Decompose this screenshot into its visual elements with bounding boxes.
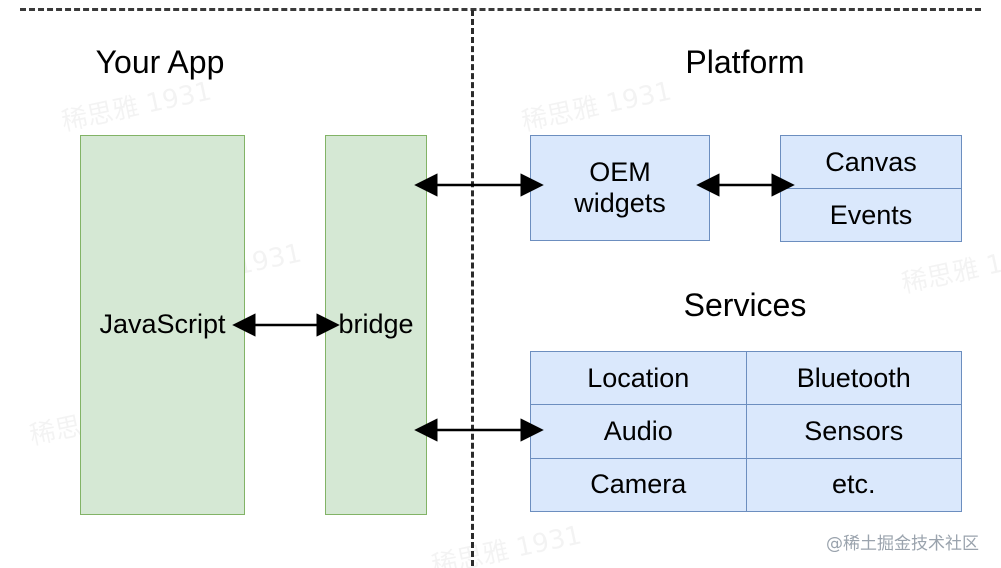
table-row: Camera etc. [531,457,962,511]
node-bridge[interactable]: bridge [325,135,427,515]
service-cell-sensors[interactable]: Sensors [745,405,962,458]
node-canvas-events[interactable]: Canvas Events [780,135,962,242]
node-javascript[interactable]: JavaScript [80,135,245,515]
background-watermark: 稀思雅 1931 [58,71,215,139]
connector-oem-widgets-to-canvas-events-arrow-icon [696,173,795,197]
watermark-credit: @稀土掘金技术社区 [826,534,979,554]
service-label: etc. [831,469,876,500]
vertical-dashed-divider [471,10,474,566]
top-dashed-border [20,8,981,11]
background-watermark: 稀思雅 1931 [518,71,675,139]
background-watermark: 稀思雅 1931 [898,233,1001,301]
page-title-platform: Platform [685,44,805,80]
connector-bridge-to-oem-widgets-arrow-icon [414,173,544,197]
node-events[interactable]: Events [781,188,961,241]
node-oem-widgets[interactable]: OEM widgets [530,135,710,241]
service-label: Bluetooth [796,362,911,393]
connector-javascript-to-bridge-arrow-icon [232,313,340,337]
table-row: Audio Sensors [531,404,962,458]
connector-bridge-to-services-arrow-icon [414,418,544,442]
service-cell-audio[interactable]: Audio [531,405,746,457]
services-table: Location Bluetooth Audio Sensors Camera … [530,351,962,512]
node-oem-widgets-label: OEM widgets [574,157,666,220]
node-javascript-label: JavaScript [99,309,226,340]
service-label: Location [587,362,690,393]
service-cell-location[interactable]: Location [531,352,746,404]
service-cell-etc[interactable]: etc. [745,458,962,511]
background-watermark: 稀思雅 1931 [428,515,585,568]
node-canvas[interactable]: Canvas [781,136,961,188]
service-label: Sensors [804,415,904,446]
page-title-services: Services [683,287,807,323]
node-bridge-label: bridge [338,309,414,340]
service-cell-camera[interactable]: Camera [531,459,746,511]
node-oem-widgets-line2: widgets [574,188,666,218]
service-label: Audio [603,415,673,446]
service-label: Camera [590,469,687,500]
node-canvas-label: Canvas [825,146,917,177]
service-cell-bluetooth[interactable]: Bluetooth [745,352,962,405]
node-oem-widgets-line1: OEM [589,156,651,187]
page-title-your-app: Your App [95,44,225,80]
node-events-label: Events [829,199,913,230]
table-row: Location Bluetooth [531,352,962,405]
